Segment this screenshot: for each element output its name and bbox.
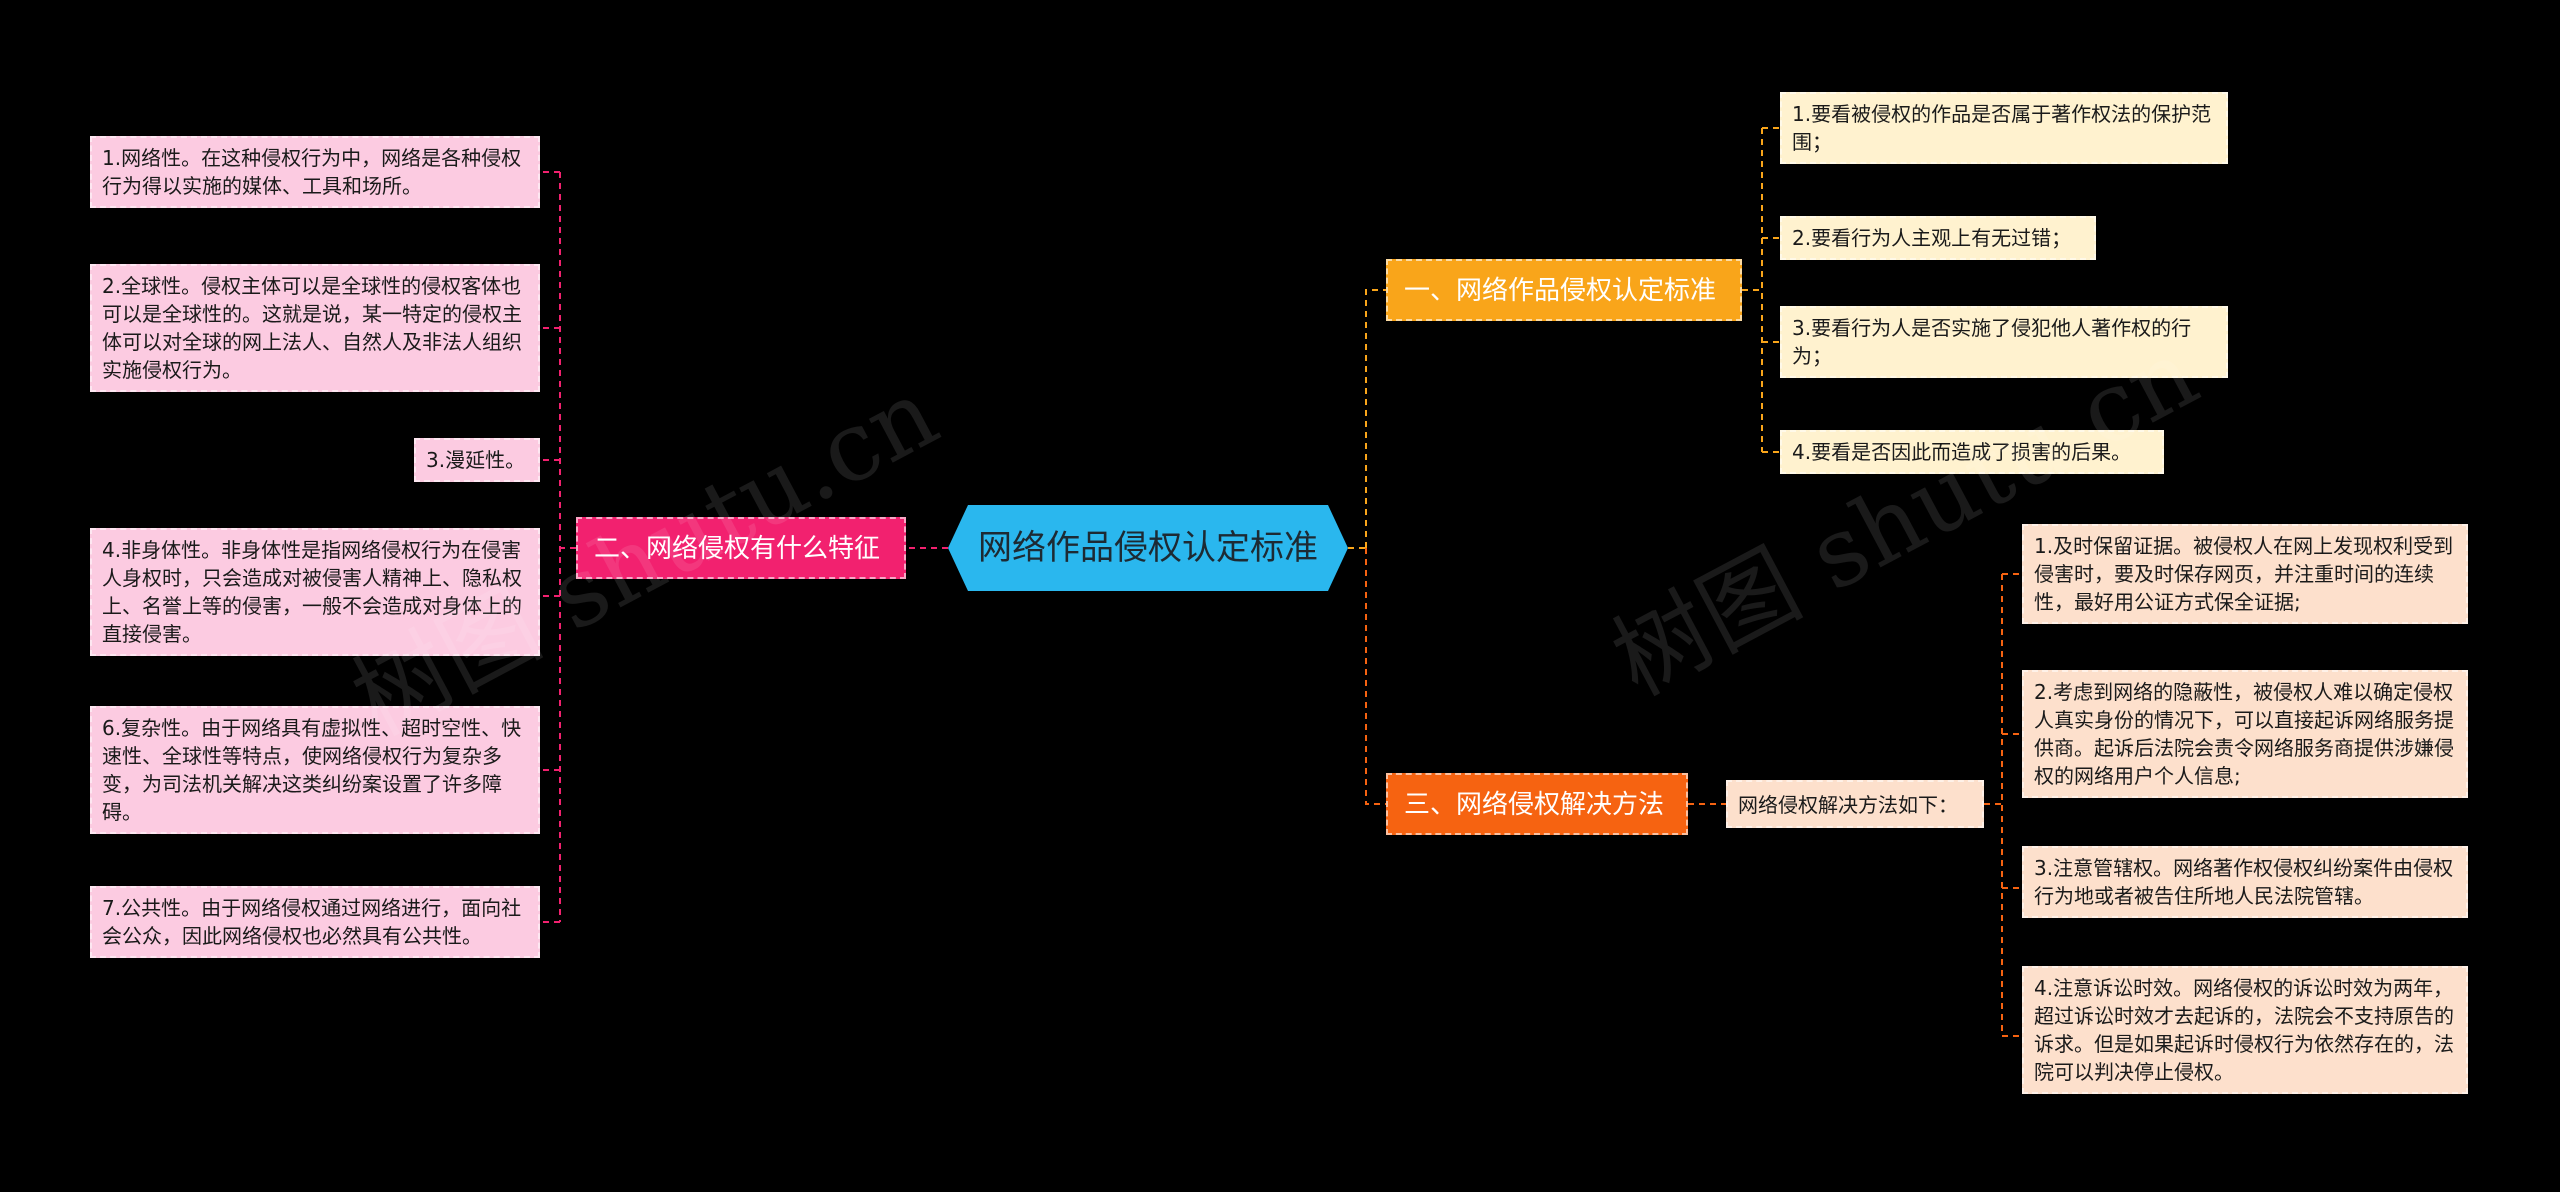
leaf-standard-4[interactable]: 4.要看是否因此而造成了损害的后果。	[1780, 430, 2164, 474]
connector-branch3-leaves	[2002, 573, 2022, 1037]
center-topic[interactable]: 网络作品侵权认定标准	[948, 505, 1348, 591]
leaf-solution-evidence[interactable]: 1.及时保留证据。被侵权人在网上发现权利受到侵害时，要及时保存网页，并注重时间的…	[2022, 524, 2468, 624]
leaf-text: 1.及时保留证据。被侵权人在网上发现权利受到侵害时，要及时保存网页，并注重时间的…	[2034, 534, 2454, 614]
leaf-standard-2[interactable]: 2.要看行为人主观上有无过错；	[1780, 216, 2096, 260]
solutions-intro[interactable]: 网络侵权解决方法如下：	[1726, 780, 1984, 828]
connector-to-branch3	[1365, 548, 1386, 805]
center-topic-label: 网络作品侵权认定标准	[978, 528, 1318, 568]
leaf-text: 2.全球性。侵权主体可以是全球性的侵权客体也可以是全球性的。这就是说，某一特定的…	[102, 274, 522, 382]
leaf-feature-spread[interactable]: 3.漫延性。	[414, 438, 540, 482]
leaf-text: 1.网络性。在这种侵权行为中，网络是各种侵权行为得以实施的媒体、工具和场所。	[102, 146, 522, 198]
leaf-text: 7.公共性。由于网络侵权通过网络进行，面向社会公众，因此网络侵权也必然具有公共性…	[102, 896, 522, 948]
branch-label: 一、网络作品侵权认定标准	[1404, 276, 1717, 306]
leaf-standard-1[interactable]: 1.要看被侵权的作品是否属于著作权法的保护范围；	[1780, 92, 2228, 164]
leaf-text: 6.复杂性。由于网络具有虚拟性、超时空性、快速性、全球性等特点，使网络侵权行为复…	[102, 716, 522, 824]
leaf-text: 1.要看被侵权的作品是否属于著作权法的保护范围；	[1792, 102, 2212, 154]
leaf-solution-jurisdiction[interactable]: 3.注意管辖权。网络著作权侵权纠纷案件由侵权行为地或者被告住所地人民法院管辖。	[2022, 846, 2468, 918]
leaf-text: 2.考虑到网络的隐蔽性，被侵权人难以确定侵权人真实身份的情况下，可以直接起诉网络…	[2034, 680, 2454, 788]
branch-label: 二、网络侵权有什么特征	[594, 534, 881, 564]
leaf-feature-non-physical[interactable]: 4.非身体性。非身体性是指网络侵权行为在侵害人身权时，只会造成对被侵害人精神上、…	[90, 528, 540, 656]
leaf-feature-public[interactable]: 7.公共性。由于网络侵权通过网络进行，面向社会公众，因此网络侵权也必然具有公共性…	[90, 886, 540, 958]
leaf-solution-sue-provider[interactable]: 2.考虑到网络的隐蔽性，被侵权人难以确定侵权人真实身份的情况下，可以直接起诉网络…	[2022, 670, 2468, 798]
leaf-text: 3.注意管辖权。网络著作权侵权纠纷案件由侵权行为地或者被告住所地人民法院管辖。	[2034, 856, 2454, 908]
leaf-text: 4.要看是否因此而造成了损害的后果。	[1792, 440, 2132, 464]
leaf-text: 4.非身体性。非身体性是指网络侵权行为在侵害人身权时，只会造成对被侵害人精神上、…	[102, 538, 522, 646]
leaf-text: 4.注意诉讼时效。网络侵权的诉讼时效为两年，超过诉讼时效才去起诉的，法院会不支持…	[2034, 976, 2454, 1084]
leaf-feature-global[interactable]: 2.全球性。侵权主体可以是全球性的侵权客体也可以是全球性的。这就是说，某一特定的…	[90, 264, 540, 392]
leaf-feature-complex[interactable]: 6.复杂性。由于网络具有虚拟性、超时空性、快速性、全球性等特点，使网络侵权行为复…	[90, 706, 540, 834]
intro-text: 网络侵权解决方法如下：	[1738, 793, 1958, 817]
branch-solutions[interactable]: 三、网络侵权解决方法	[1386, 773, 1688, 835]
leaf-text: 2.要看行为人主观上有无过错；	[1792, 226, 2072, 250]
leaf-standard-3[interactable]: 3.要看行为人是否实施了侵犯他人著作权的行为；	[1780, 306, 2228, 378]
leaf-text: 3.漫延性。	[426, 448, 526, 472]
leaf-feature-network[interactable]: 1.网络性。在这种侵权行为中，网络是各种侵权行为得以实施的媒体、工具和场所。	[90, 136, 540, 208]
connector-branch1-leaves	[1762, 127, 1780, 453]
leaf-solution-limitation[interactable]: 4.注意诉讼时效。网络侵权的诉讼时效为两年，超过诉讼时效才去起诉的，法院会不支持…	[2022, 966, 2468, 1094]
connector-branch2-leaves	[540, 171, 560, 923]
branch-infringement-standards[interactable]: 一、网络作品侵权认定标准	[1386, 259, 1742, 321]
branch-infringement-features[interactable]: 二、网络侵权有什么特征	[576, 517, 906, 579]
leaf-text: 3.要看行为人是否实施了侵犯他人著作权的行为；	[1792, 316, 2192, 368]
connector-to-branch1	[1365, 289, 1386, 548]
branch-label: 三、网络侵权解决方法	[1404, 790, 1665, 820]
